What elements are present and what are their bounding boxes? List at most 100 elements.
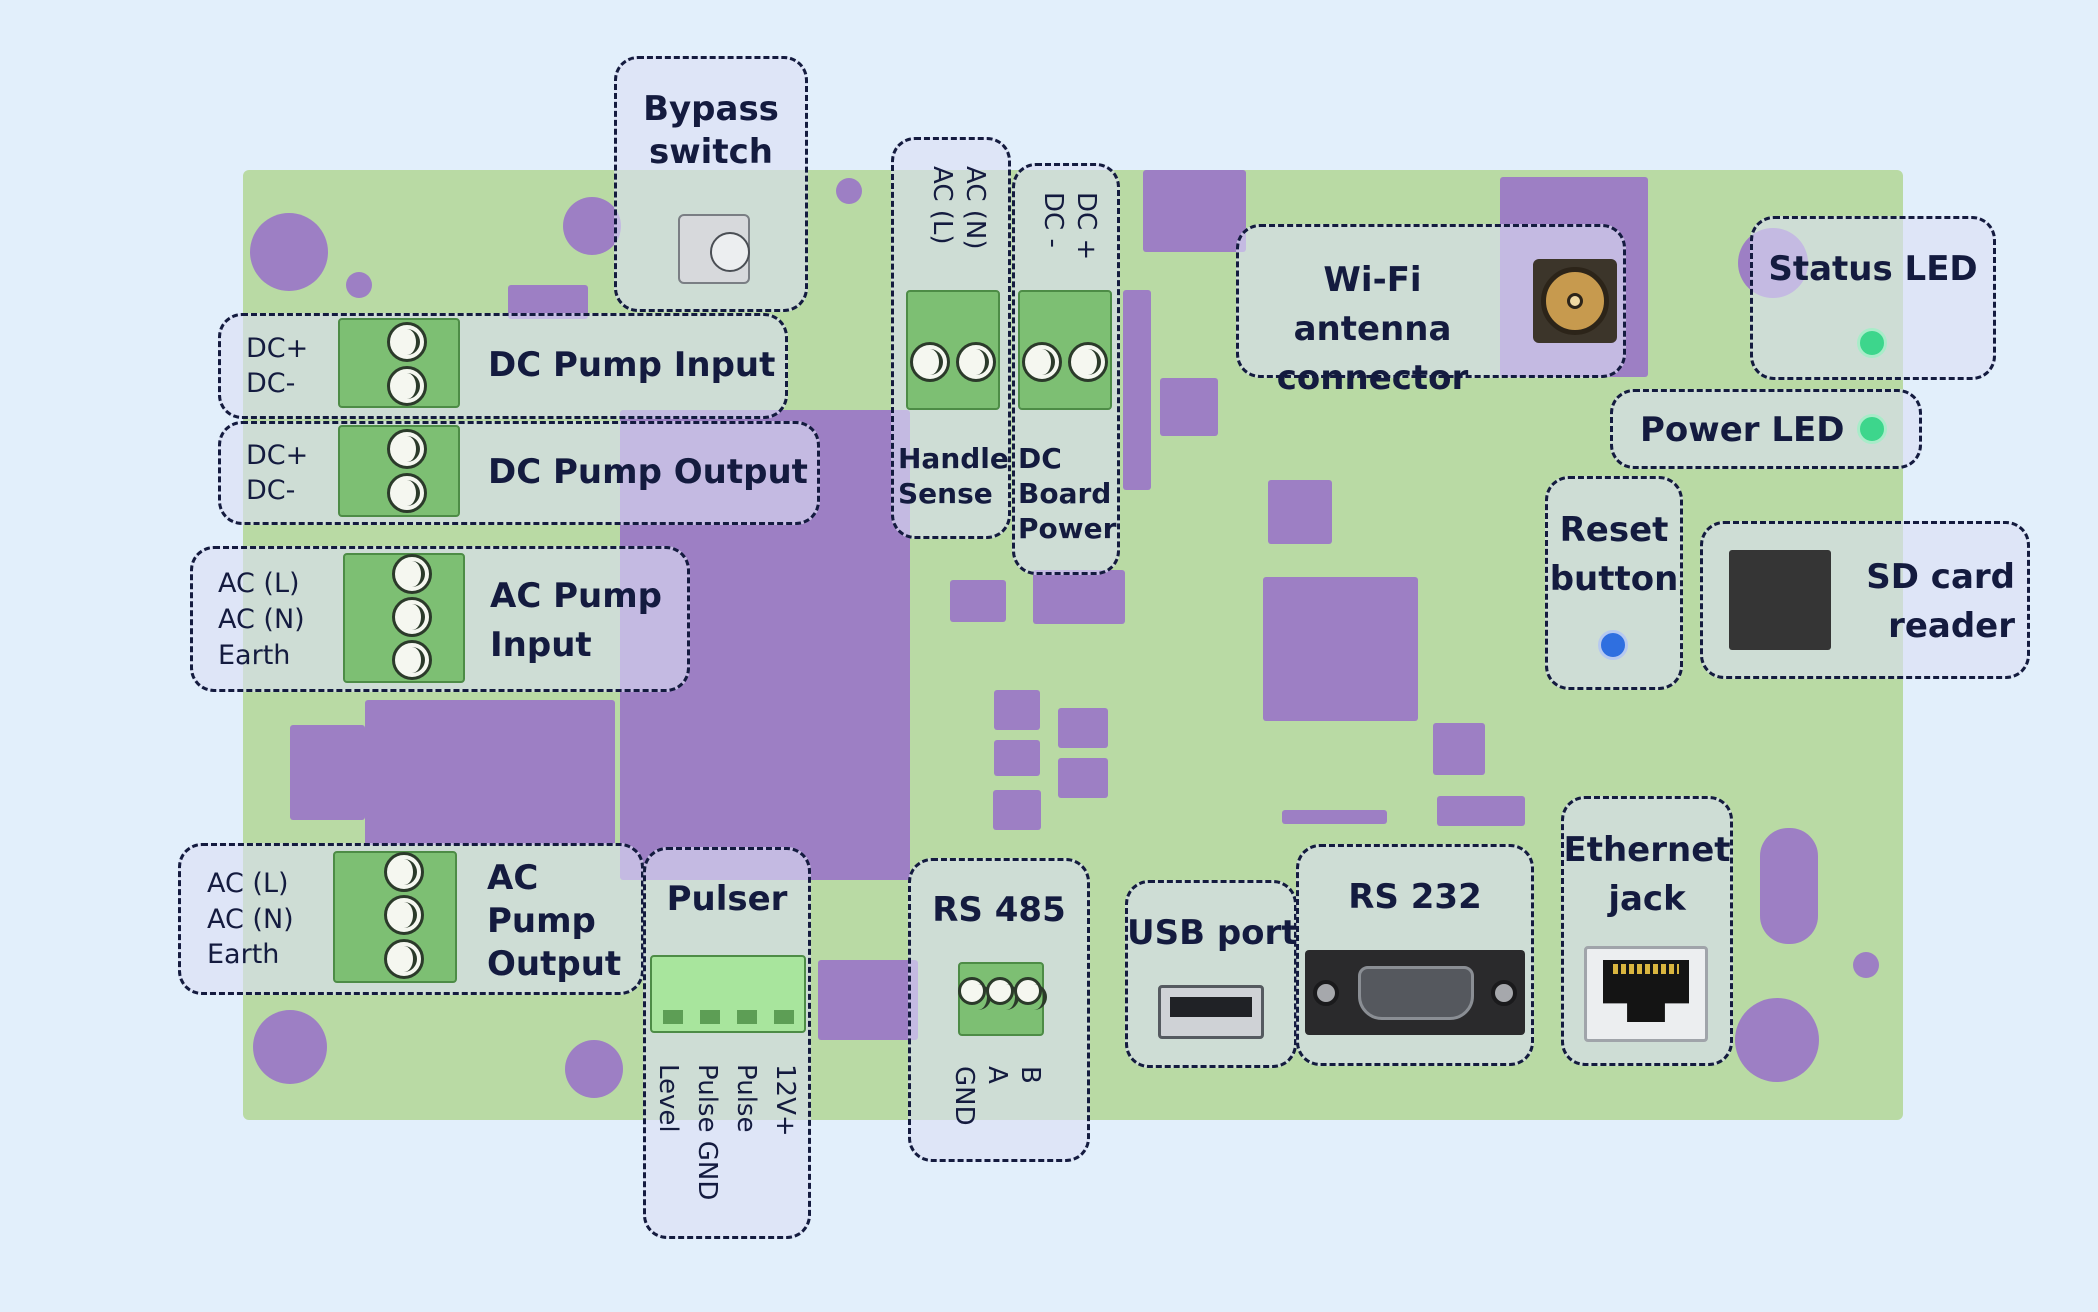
screw-icon: [387, 322, 427, 362]
mounting-hole: [836, 178, 862, 204]
power-led: [1857, 414, 1887, 444]
ac-output-pin-1: AC (L): [207, 868, 289, 899]
heatsink-block: [1143, 170, 1246, 252]
relay-block: [290, 725, 365, 820]
pulser-label: Pulser: [666, 879, 788, 919]
chip: [1433, 723, 1485, 775]
mounting-hole: [565, 1040, 623, 1098]
pulser-pin-pulse-gnd: Pulse GND: [692, 1064, 722, 1201]
pin-slot: [774, 1010, 794, 1024]
sd-card-reader-label: SD card reader: [1866, 557, 2015, 646]
pin-slot: [700, 1010, 720, 1024]
handle-sense-pin-1: AC (N): [960, 166, 990, 250]
rs232-label: RS 232: [1348, 877, 1482, 917]
ac-input-pin-1: AC (L): [218, 568, 300, 599]
screw-icon: [910, 342, 950, 382]
chip: [994, 690, 1040, 730]
bypass-switch-label: Bypass switch: [643, 89, 779, 172]
mounting-hole: [1735, 998, 1819, 1082]
screw-icon: [387, 366, 427, 406]
ac-input-pin-2: AC (N): [218, 604, 305, 635]
screw-icon: [986, 977, 1019, 1010]
ac-input-pin-3: Earth: [218, 640, 291, 671]
dc-pump-output-callout: [218, 421, 820, 525]
chip: [1437, 796, 1525, 826]
mounting-hole: [563, 197, 621, 255]
dc-input-pin-1: DC+: [246, 333, 309, 364]
ac-output-pin-2: AC (N): [207, 904, 294, 935]
rs485-pin-a: A: [982, 1066, 1012, 1084]
dc-board-power-label: DC Board Power: [1018, 442, 1117, 545]
ethernet-jack-label: Ethernet jack: [1563, 830, 1731, 919]
pulser-callout: [643, 847, 811, 1239]
screw-icon: [1014, 977, 1047, 1010]
handle-sense-label: Handle Sense: [898, 442, 1009, 510]
power-led-label: Power LED: [1640, 410, 1845, 450]
usb-port-label: USB port: [1127, 913, 1298, 953]
dc-board-power-pin-2: DC -: [1038, 192, 1068, 248]
rj45-contacts-icon: [1613, 964, 1679, 974]
db9-connector-icon: [1358, 966, 1474, 1020]
pin-slot: [737, 1010, 757, 1024]
mounting-hole: [253, 1010, 327, 1084]
screw-icon: [384, 895, 424, 935]
mounting-hole: [250, 213, 328, 291]
antenna-pin-icon: [1567, 293, 1583, 309]
pin-slot: [663, 1010, 683, 1024]
dc-output-pin-2: DC-: [246, 475, 296, 506]
screw-icon: [387, 473, 427, 513]
relay-block: [365, 700, 615, 845]
chip: [993, 790, 1041, 830]
screw-icon: [958, 977, 991, 1010]
status-led: [1857, 328, 1887, 358]
screw-icon: [384, 939, 424, 979]
dc-pump-input-callout: [218, 313, 788, 419]
handle-sense-pin-2: AC (L): [927, 166, 957, 245]
dc-pump-input-label: DC Pump Input: [488, 345, 776, 385]
connector-housing: [818, 960, 918, 1040]
wifi-antenna-label: Wi-Fi antenna connector: [1276, 260, 1469, 398]
screw-icon: [1491, 980, 1517, 1006]
sd-card-slot[interactable]: [1729, 550, 1831, 650]
chip: [1058, 758, 1108, 798]
pulser-pin-pulse: Pulse: [731, 1064, 761, 1133]
screw-icon: [392, 554, 432, 594]
chip: [1282, 810, 1387, 824]
chip: [1760, 828, 1818, 944]
rs485-pin-b: B: [1015, 1066, 1045, 1084]
chip: [1058, 708, 1108, 748]
status-led-label: Status LED: [1768, 249, 1978, 289]
screw-icon: [956, 342, 996, 382]
processor-chip: [1263, 577, 1418, 721]
dc-output-pin-1: DC+: [246, 440, 309, 471]
screw-icon: [392, 640, 432, 680]
chip: [1160, 378, 1218, 436]
screw-icon: [1022, 342, 1062, 382]
screw-icon: [1313, 980, 1339, 1006]
dc-pump-output-label: DC Pump Output: [488, 452, 808, 492]
screw-icon: [1068, 342, 1108, 382]
usb-slot-icon: [1170, 997, 1252, 1017]
reset-button-label: Reset button: [1549, 510, 1679, 599]
ac-pump-input-label: AC Pump Input: [490, 576, 662, 665]
chip: [950, 580, 1006, 622]
ac-output-pin-3: Earth: [207, 939, 280, 970]
dc-input-pin-2: DC-: [246, 368, 296, 399]
chip: [994, 740, 1040, 776]
chip: [1268, 480, 1332, 544]
screw-icon: [387, 429, 427, 469]
chip: [1123, 290, 1151, 490]
pulser-pin-level: Level: [653, 1064, 683, 1133]
usb-port-callout: [1125, 880, 1297, 1068]
screw-icon: [392, 597, 432, 637]
pulser-pin-12v: 12V+: [770, 1064, 800, 1137]
ac-pump-output-label: AC Pump Output: [487, 858, 622, 984]
mounting-hole: [1853, 952, 1879, 978]
rs485-label: RS 485: [932, 890, 1066, 930]
dc-board-power-pin-1: DC +: [1071, 192, 1101, 261]
reset-button[interactable]: [1598, 630, 1628, 660]
chip: [1033, 570, 1125, 624]
rs485-pin-gnd: GND: [949, 1066, 979, 1126]
screw-icon: [384, 852, 424, 892]
